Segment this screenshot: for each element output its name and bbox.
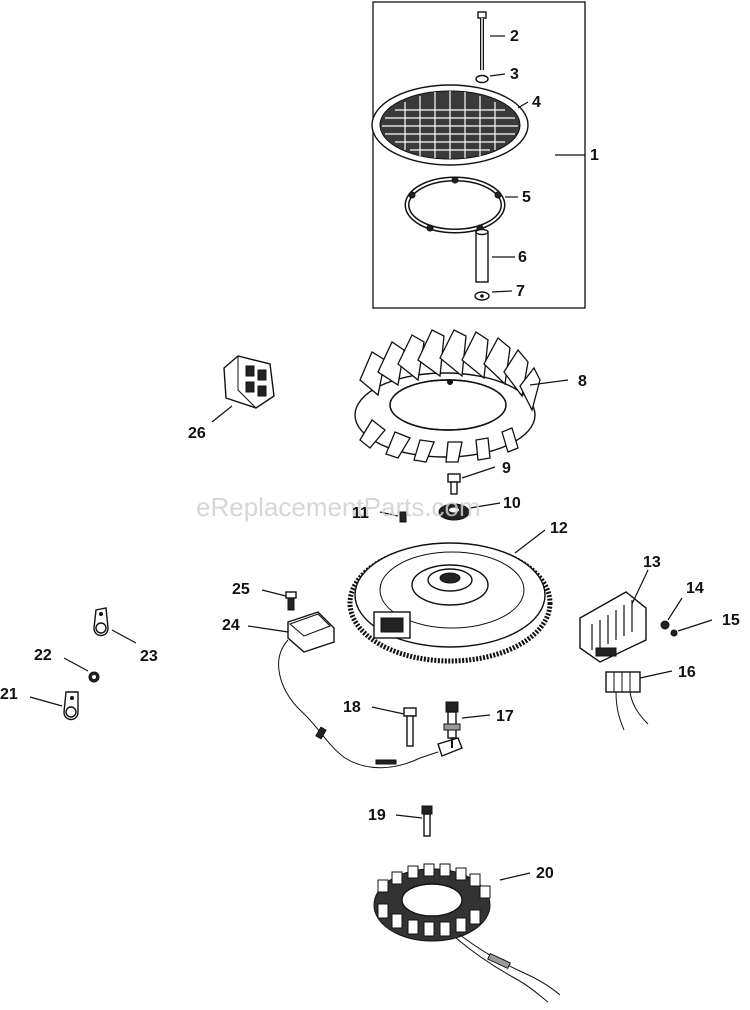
callout-16: 16 — [678, 664, 696, 681]
part-17-spark-plug — [443, 701, 461, 748]
callout-11: 11 — [352, 505, 369, 522]
part-15-nut — [670, 629, 678, 637]
part-6-spacer — [475, 228, 489, 283]
callout-9: 9 — [502, 460, 511, 477]
callout-19: 19 — [368, 807, 386, 824]
part-26-connector — [223, 355, 275, 409]
part-21-clip — [63, 691, 79, 721]
callout-12: 12 — [550, 520, 568, 537]
part-12-flywheel — [347, 542, 553, 664]
callout-1: 1 — [590, 147, 599, 164]
callout-26: 26 — [188, 425, 206, 442]
callout-25: 25 — [232, 581, 250, 598]
leader-lines — [29, 35, 713, 881]
callout-14: 14 — [686, 580, 704, 597]
part-4-grille-screen — [371, 84, 529, 166]
callout-13: 13 — [643, 554, 661, 571]
part-13-regulator — [579, 591, 647, 663]
callouts: 2 3 4 1 5 6 7 8 26 9 10 11 12 13 14 15 1… — [0, 28, 740, 882]
part-2-screw — [477, 11, 487, 70]
callout-15: 15 — [722, 612, 740, 629]
callout-24: 24 — [222, 617, 240, 634]
callout-18: 18 — [343, 699, 361, 716]
part-20-stator — [373, 863, 561, 1003]
callout-2: 2 — [510, 28, 519, 45]
part-19-bolt — [421, 805, 433, 837]
part-14-nut — [660, 620, 670, 630]
callout-23: 23 — [140, 648, 158, 665]
callout-5: 5 — [522, 189, 531, 206]
callout-7: 7 — [516, 283, 525, 300]
callout-20: 20 — [536, 865, 554, 882]
callout-3: 3 — [510, 66, 519, 83]
part-24-ignition-module — [278, 611, 463, 769]
part-25-screw — [285, 591, 297, 611]
part-18-bolt — [403, 707, 417, 747]
callout-6: 6 — [518, 249, 527, 266]
callout-10: 10 — [503, 495, 521, 512]
part-11-key — [399, 511, 407, 523]
part-10-washer — [438, 503, 470, 521]
callout-21: 21 — [0, 686, 18, 703]
part-8-fan — [354, 329, 541, 463]
callout-22: 22 — [34, 647, 52, 664]
watermark: eReplacementParts.com — [196, 492, 481, 522]
part-3-washer — [475, 74, 489, 84]
callout-4: 4 — [532, 94, 541, 111]
part-23-clip — [93, 607, 109, 637]
part-16-wire-plug — [605, 671, 649, 731]
part-9-bolt — [447, 473, 461, 495]
callout-17: 17 — [496, 708, 514, 725]
callout-8: 8 — [578, 373, 587, 390]
part-22-nut — [88, 671, 100, 683]
part-5-retaining-ring — [404, 176, 506, 234]
